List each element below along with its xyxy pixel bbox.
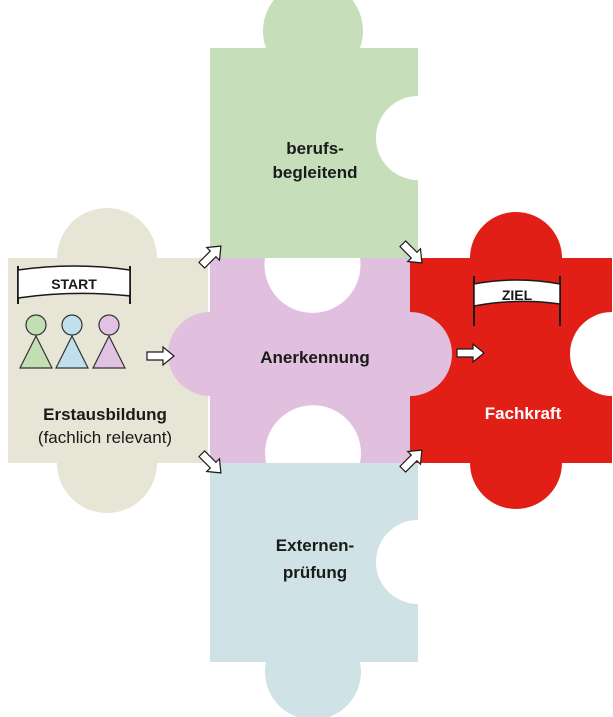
center-label: Anerkennung [260,348,370,367]
left-label: Erstausbildung [43,405,167,424]
right-label: Fachkraft [485,404,562,423]
top-label-line2: begleitend [272,163,357,182]
left-sublabel: (fachlich relevant) [38,428,172,447]
start-flag-text: START [51,276,97,292]
person-icon-green [19,314,53,369]
person-icon-pink [92,314,126,369]
piece-anerkennung [168,258,452,463]
bottom-label-line2: prüfung [283,563,347,582]
goal-flag-text: ZIEL [502,287,533,303]
goal-flag-icon: ZIEL [473,276,561,326]
start-flag-icon: START [17,265,131,304]
piece-externenpruefung [210,463,418,717]
piece-berufsbegleitend [210,0,418,258]
piece-fachkraft [410,212,612,509]
person-icon-blue [55,314,89,369]
top-label-line1: berufs- [286,139,344,158]
bottom-label-line1: Externen- [276,536,354,555]
